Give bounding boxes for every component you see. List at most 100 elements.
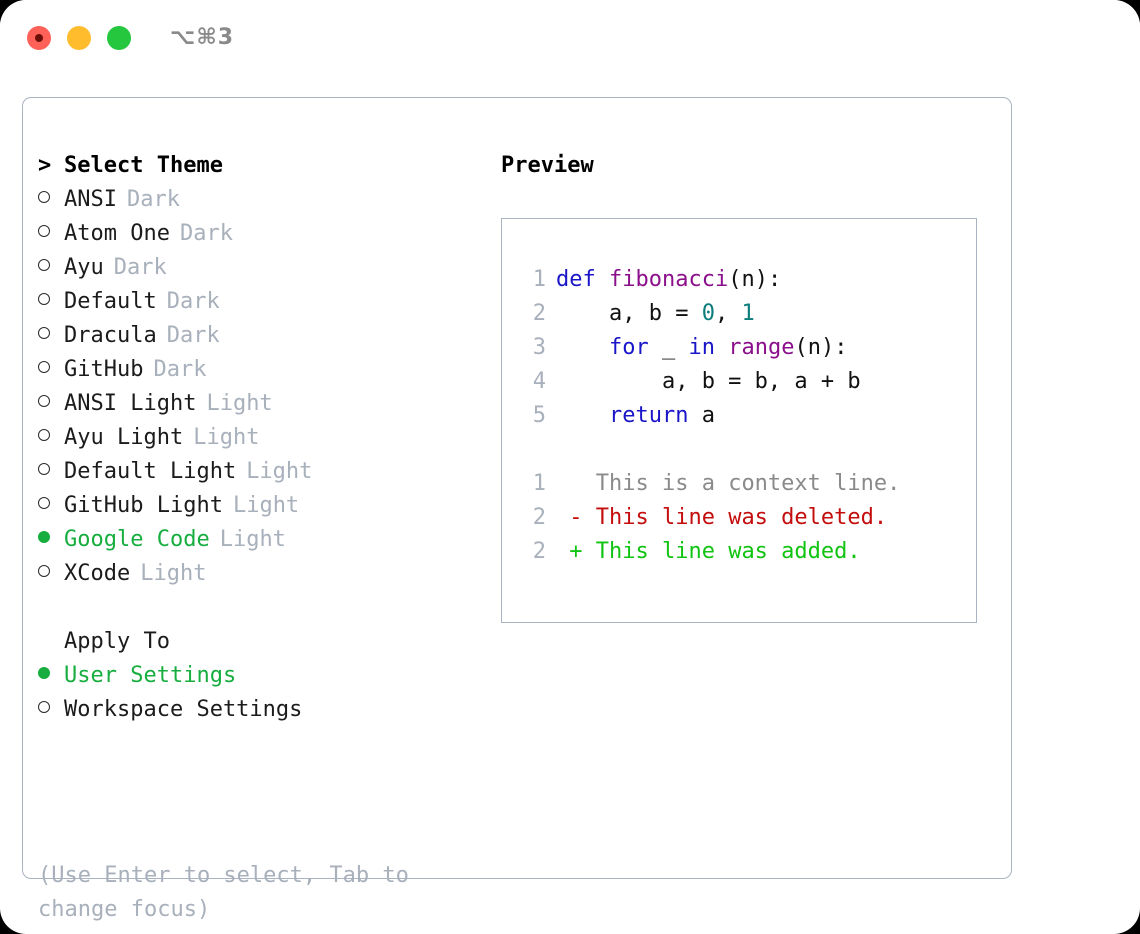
code-token-txt	[715, 335, 728, 360]
theme-item-radio	[38, 421, 64, 455]
code-blank-line	[520, 433, 900, 467]
diff-marker	[556, 471, 583, 496]
keyboard-shortcut-label: ⌥⌘3	[170, 25, 235, 50]
theme-item-variant: Light	[140, 561, 207, 586]
code-line: 3 for _ in range(n):	[520, 331, 900, 365]
code-token-txt: a, b =	[556, 301, 702, 326]
theme-item-variant: Light	[206, 391, 273, 416]
code-token-kw: in	[688, 335, 715, 360]
theme-item-radio	[38, 557, 64, 591]
theme-item-label: Ayu	[64, 255, 104, 280]
diff-text: This is a context line.	[582, 471, 901, 496]
theme-item-label: Default Light	[64, 459, 237, 484]
theme-item-label: GitHub Light	[64, 493, 223, 518]
theme-list-heading-label: Select Theme	[64, 153, 223, 178]
code-token-num: 1	[741, 301, 755, 326]
code-line: 1 def fibonacci(n):	[520, 263, 900, 297]
code-token-txt: (n):	[794, 335, 848, 360]
theme-item-variant: Dark	[153, 357, 207, 382]
theme-item-radio	[38, 183, 64, 217]
theme-item[interactable]: Default Light Light	[38, 455, 488, 489]
theme-item-variant: Dark	[179, 221, 233, 246]
theme-item-radio	[38, 455, 64, 489]
code-line: 4 a, b = b, a + b	[520, 365, 900, 399]
theme-item-radio	[38, 217, 64, 251]
theme-item-label: Ayu Light	[64, 425, 184, 450]
theme-item-radio	[38, 285, 64, 319]
diff-marker: +	[556, 539, 583, 564]
code-token-kw: return	[608, 403, 689, 428]
code-token-kw: def	[556, 267, 609, 292]
theme-item-radio	[38, 353, 64, 387]
minimize-button[interactable]	[67, 26, 91, 50]
theme-item[interactable]: XCode Light	[38, 557, 488, 591]
code-token-fn: fibonacci	[608, 267, 729, 292]
code-token-txt	[556, 403, 609, 428]
code-token-num: 0	[701, 301, 715, 326]
radio-unselected-icon	[38, 429, 50, 441]
radio-unselected-icon	[38, 293, 50, 305]
apply-to-item-label: User Settings	[64, 663, 237, 688]
theme-item-label: Default	[64, 289, 157, 314]
caret-icon: >	[38, 153, 52, 178]
line-number: 2	[532, 539, 546, 564]
diff-text: This line was deleted.	[582, 505, 888, 530]
radio-unselected-icon	[38, 225, 50, 237]
theme-item-label: ANSI Light	[64, 391, 197, 416]
line-number: 1	[532, 267, 546, 292]
radio-unselected-icon	[38, 395, 50, 407]
code-token-kw: for	[608, 335, 649, 360]
recording-indicator-icon	[35, 34, 43, 42]
code-token-txt: ,	[714, 301, 742, 326]
code-line: 2 a, b = 0, 1	[520, 297, 900, 331]
apply-to-item[interactable]: User Settings	[38, 659, 488, 693]
theme-item-label: XCode	[64, 561, 131, 586]
theme-item-label: GitHub	[64, 357, 144, 382]
theme-item-variant: Light	[232, 493, 300, 518]
theme-list-heading: > Select Theme	[38, 149, 488, 183]
code-token-txt: (n):	[728, 267, 782, 292]
theme-item[interactable]: GitHub Dark	[38, 353, 488, 387]
title-bar: ⌥⌘3	[0, 0, 1140, 78]
radio-unselected-icon	[38, 259, 50, 271]
close-button[interactable]	[27, 26, 51, 50]
diff-text: This line was added.	[582, 539, 861, 564]
code-token-fn: range	[728, 335, 795, 360]
code-token-txt: _	[648, 335, 689, 360]
theme-item-label: ANSI	[64, 187, 117, 212]
radio-selected-icon	[38, 667, 50, 679]
diff-line-del: 2 - This line was deleted.	[520, 501, 900, 535]
theme-item-variant: Light	[246, 459, 313, 484]
maximize-button[interactable]	[107, 26, 131, 50]
code-token-txt: a	[688, 403, 715, 428]
theme-item-radio	[38, 319, 64, 353]
theme-item[interactable]: Ayu Dark	[38, 251, 488, 285]
line-number: 1	[532, 471, 546, 496]
apply-to-item-radio	[38, 659, 64, 693]
theme-item-radio	[38, 523, 64, 557]
radio-unselected-icon	[38, 191, 50, 203]
radio-selected-icon	[38, 531, 50, 543]
theme-item[interactable]: ANSI Light Light	[38, 387, 488, 421]
theme-item-label: Dracula	[64, 323, 157, 348]
line-number: 2	[532, 301, 546, 326]
list-spacer	[38, 591, 488, 625]
line-number: 3	[532, 335, 546, 360]
radio-unselected-icon	[38, 497, 50, 509]
code-token-txt	[556, 335, 609, 360]
apply-to-item[interactable]: Workspace Settings	[38, 693, 488, 727]
diff-line-ctx: 1 This is a context line.	[520, 467, 901, 501]
theme-item-variant: Dark	[113, 255, 167, 280]
theme-item[interactable]: GitHub Light Light	[38, 489, 488, 523]
